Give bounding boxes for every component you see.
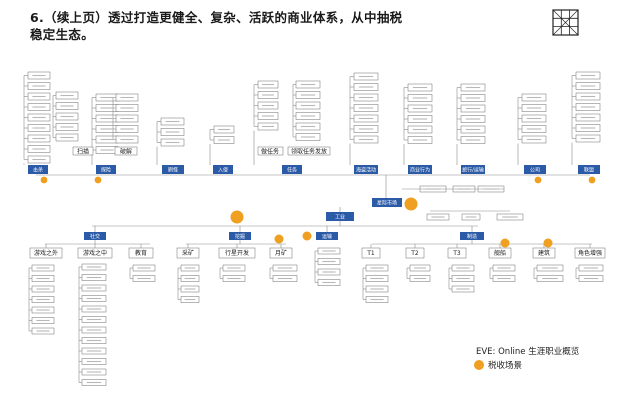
sub-manufacture-label: 制造 (467, 233, 477, 240)
sub-transport-label: 运输 (322, 233, 332, 240)
tax-dot (534, 176, 542, 184)
top-category-9-box (578, 165, 600, 174)
legend-tax-label: 税收场景 (488, 361, 523, 371)
mid-label-10: 建筑 (538, 249, 550, 257)
hub-market-box (372, 198, 402, 207)
top-category-7-label: 旅行/运输 (462, 166, 484, 173)
top-category-4-label: 任务 (287, 166, 297, 173)
top-category-3-label: 入侵 (218, 166, 228, 173)
mid-label-planet: 行星开发 (225, 249, 249, 257)
tax-dot (274, 234, 284, 244)
sub-social-label: 社交 (90, 233, 100, 240)
top-category-1-box (96, 165, 116, 174)
mid-label-moon: 月矿 (275, 249, 287, 257)
tax-dot (94, 176, 102, 184)
mid-label-11: 角色增强 (578, 249, 602, 257)
mid-label-edu: 教育 (135, 249, 147, 257)
mid-label-8: T3 (452, 250, 461, 257)
tax-dot (543, 238, 553, 248)
tax-dot (588, 176, 596, 184)
top-category-6-box (408, 165, 432, 174)
page-title-line-2: 稳定生态。 (30, 27, 95, 42)
page-title: 6.（续上页）透过打造更健全、复杂、活跃的商业体系，从中抽税 稳定生态。 (30, 9, 402, 43)
mid-label-outside: 游戏之外 (34, 249, 58, 257)
sub-social-box (84, 232, 106, 240)
sub-label-scan: 扫描 (77, 148, 89, 156)
grid-logo-icon (552, 9, 579, 36)
top-category-7-box (461, 165, 485, 174)
tax-dot (230, 210, 244, 224)
top-category-8-box (524, 165, 546, 174)
tax-dot (302, 231, 312, 241)
mid-label-ingame: 游戏之中 (83, 249, 107, 257)
page-title-line-1: 6.（续上页）透过打造更健全、复杂、活跃的商业体系，从中抽税 (30, 10, 403, 25)
top-category-1-label: 探险 (101, 166, 111, 173)
mid-label-6: T1 (366, 250, 375, 257)
top-category-4-box (282, 165, 302, 174)
sub-label-mission-agent: 领取任务发放 (291, 148, 327, 156)
top-category-0-label: 击杀 (33, 166, 43, 173)
top-category-0-box (28, 165, 48, 174)
legend-tax-item: 税收场景 (474, 359, 522, 371)
tax-dot-icon (474, 360, 484, 370)
sub-box-mission-agent (287, 146, 331, 156)
sub-mining-label: 挖掘 (235, 233, 245, 240)
sub-box-hack (114, 146, 138, 156)
mid-label-7: T2 (410, 250, 419, 257)
legend-caption: EVE: Online 生涯职业概览 (476, 347, 580, 357)
hub-market-label: 星际市场 (377, 199, 397, 206)
mid-label-mining: 采矿 (182, 249, 194, 257)
sub-mining-box (229, 232, 251, 240)
sub-transport-box (316, 232, 338, 240)
sub-box-mission (257, 146, 284, 156)
top-category-5-label: 海盗活动 (356, 166, 376, 173)
top-category-5-box (354, 165, 378, 174)
sub-label-mission: 做任务 (261, 148, 279, 156)
top-category-2-label: 刷怪 (168, 166, 178, 173)
mid-label-9: 舰船 (494, 249, 506, 257)
industry-node-label: 工业 (335, 213, 345, 220)
top-category-2-box (162, 165, 184, 174)
top-category-8-label: 公司 (530, 167, 540, 173)
tax-dot (404, 197, 418, 211)
tax-dot (500, 238, 510, 248)
industry-node-box (326, 212, 354, 221)
sub-manufacture-box (460, 232, 484, 240)
top-category-3-box (213, 165, 233, 174)
sub-box-scan (72, 146, 94, 156)
tax-dot (40, 176, 48, 184)
top-category-6-label: 商业行为 (410, 166, 430, 173)
sub-label-hack: 破解 (120, 148, 132, 156)
top-category-9-label: 联盟 (584, 166, 594, 173)
